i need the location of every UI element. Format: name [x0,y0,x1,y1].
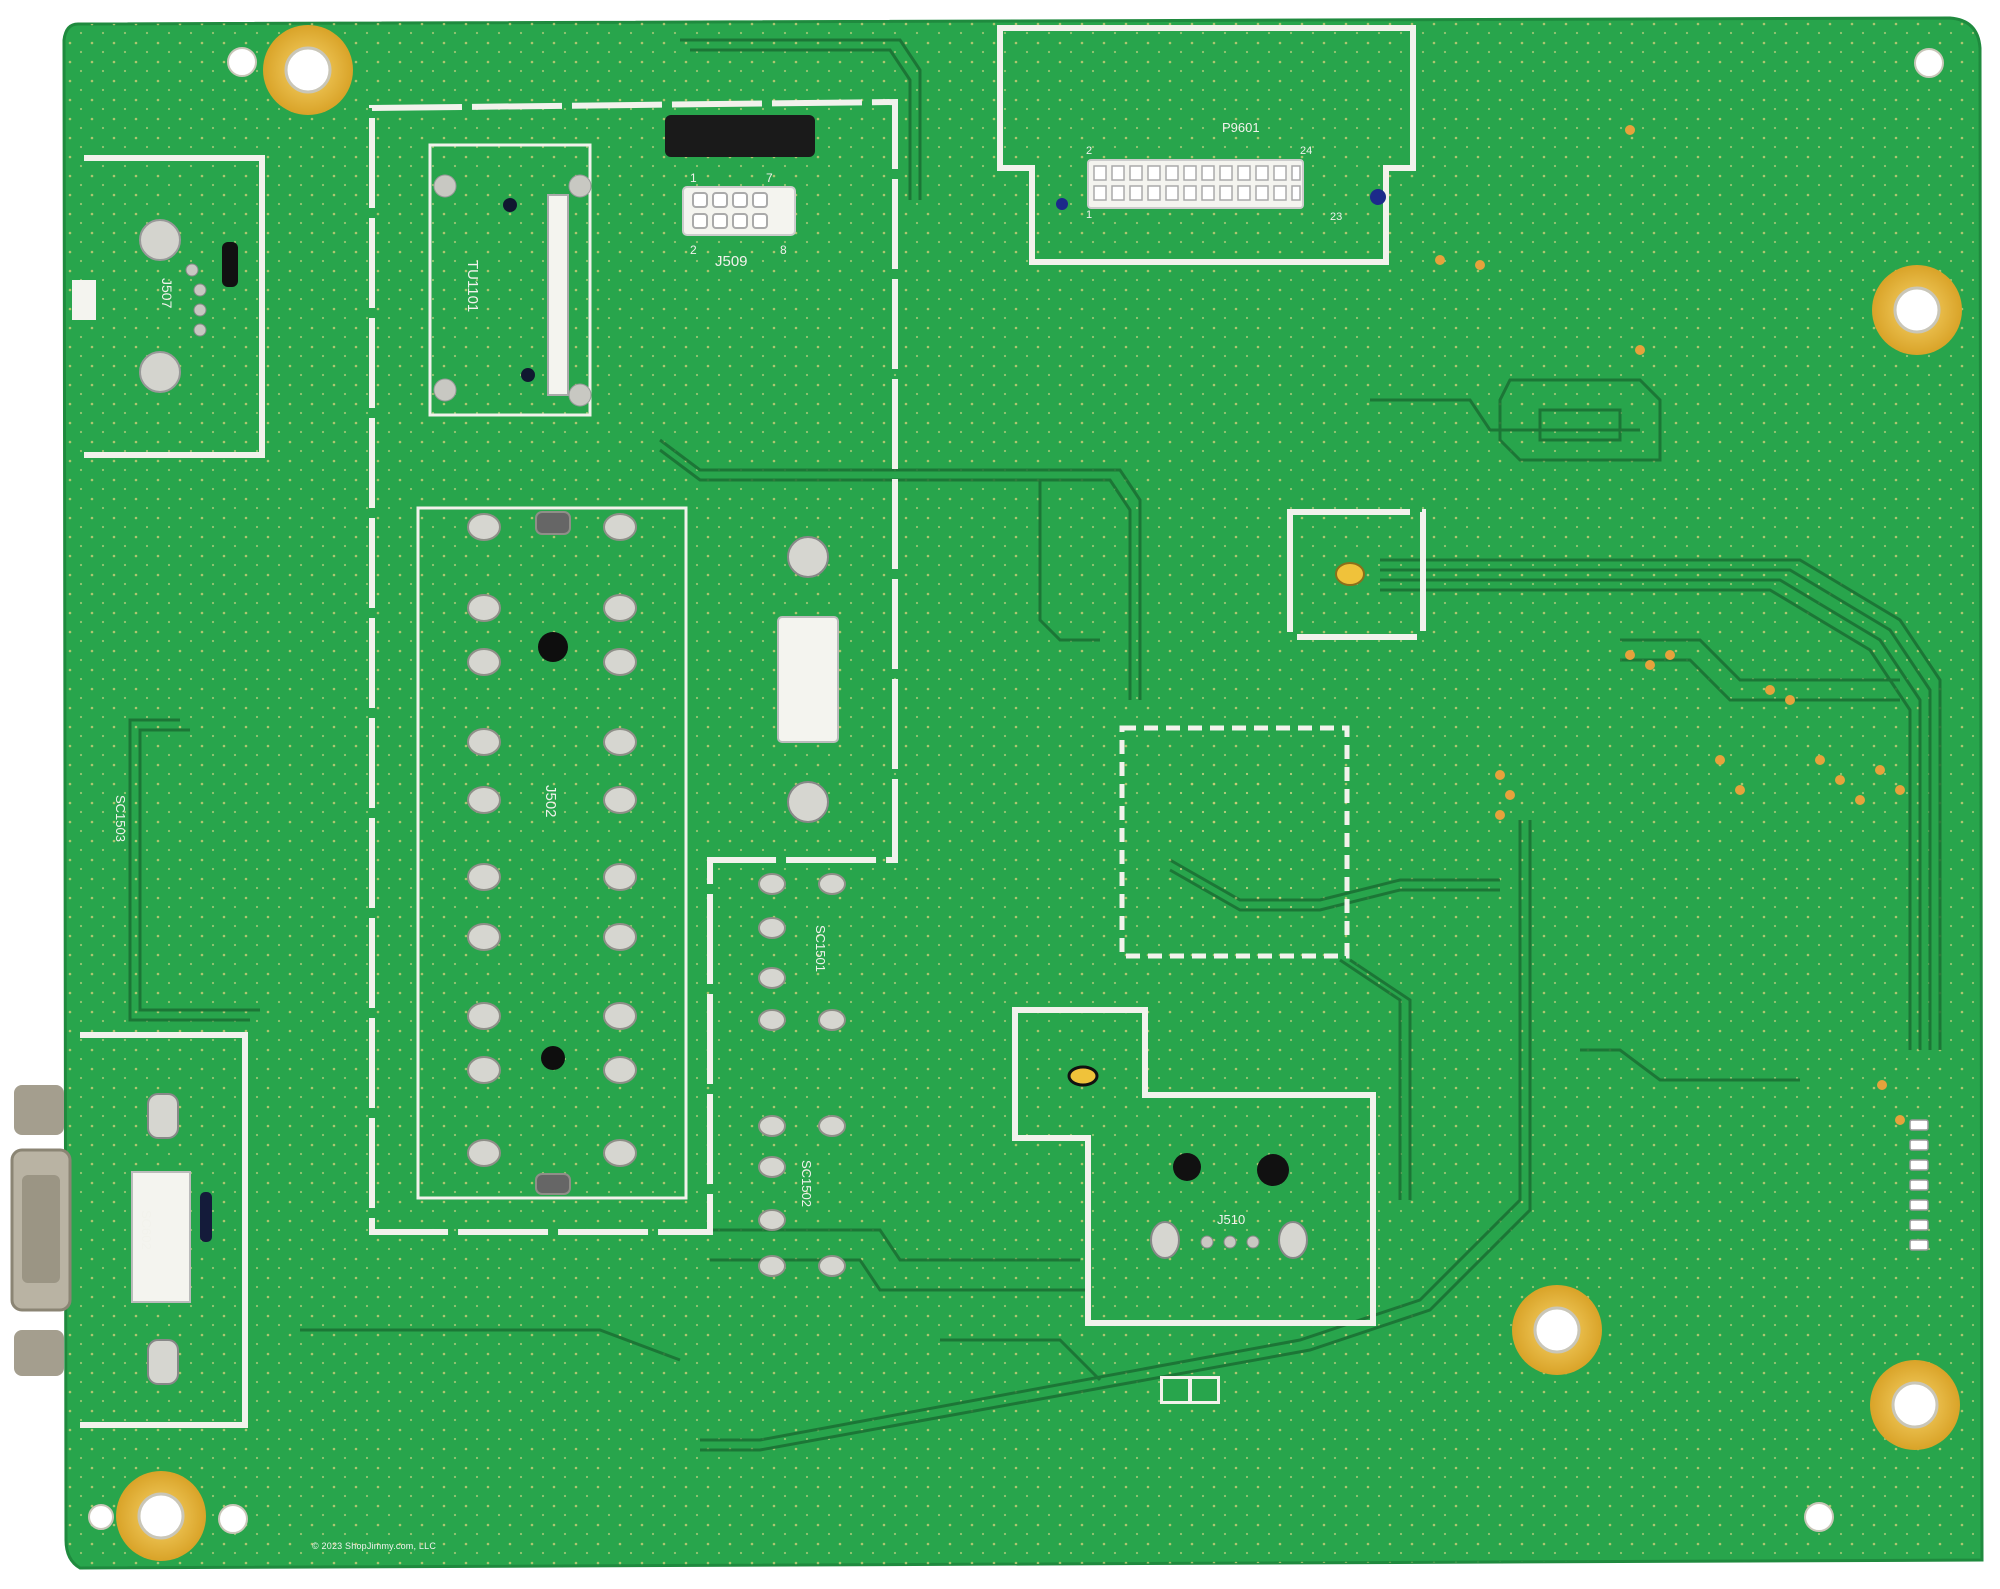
label-j509-pin-8: 8 [780,243,787,257]
label-tu1101: TU1101 [464,260,481,312]
label-sc1502: SC1502 [799,1160,814,1207]
silkscreen-outlines [80,25,1426,1428]
label-sc1503: SC1503 [113,795,128,842]
label-sc1501: SC1501 [813,925,828,972]
label-lf: LF [0,0,2,1]
sc602-header [131,1093,212,1385]
smd-components [1435,125,1905,1125]
label-p9601: P9601 [1222,120,1260,135]
label-sc602: SC602 [139,1210,154,1250]
j502-pads [467,511,637,1195]
label-p9601-pin-23: 23 [1330,211,1342,223]
mounting-hole-top-left [263,25,353,115]
mounting-hole-bottom-right [1870,1360,1960,1450]
label-j509-pin-7: 7 [766,171,773,185]
av-connector [777,536,839,823]
mounting-hole-bottom-left [116,1471,206,1561]
vga-connector [10,1085,72,1376]
label-j509: J509 [715,253,748,270]
label-j510: J510 [1217,1212,1245,1227]
mounting-hole-center-lower [1512,1285,1602,1375]
label-j509-pin-2: 2 [690,243,697,257]
label-p9601-pin-1: 1 [1086,209,1092,221]
test-pads [758,873,846,1277]
ic-bga-area [1170,770,1300,920]
label-p9601-pin-2: 2 [1086,145,1092,157]
label-j502: J502 [542,785,559,818]
label-j507: J507 [159,278,175,309]
label-p9601-pin-24: 24 [1300,145,1312,157]
lf-logo [1160,1376,1220,1404]
label-j509-pin-1: 1 [690,171,697,185]
heatsink-pad [1335,562,1365,586]
copper-traces [128,38,1942,1452]
copyright-watermark: © 2023 ShopJimmy.com, LLC [312,1541,437,1551]
mounting-holes [88,25,1962,1561]
j510-jack [1067,1065,1308,1259]
j509-header [665,115,815,236]
j507-jack [72,219,238,393]
p9601-header [1056,159,1386,210]
mounting-hole-right-upper [1872,265,1962,355]
tu1101-header [433,174,592,407]
